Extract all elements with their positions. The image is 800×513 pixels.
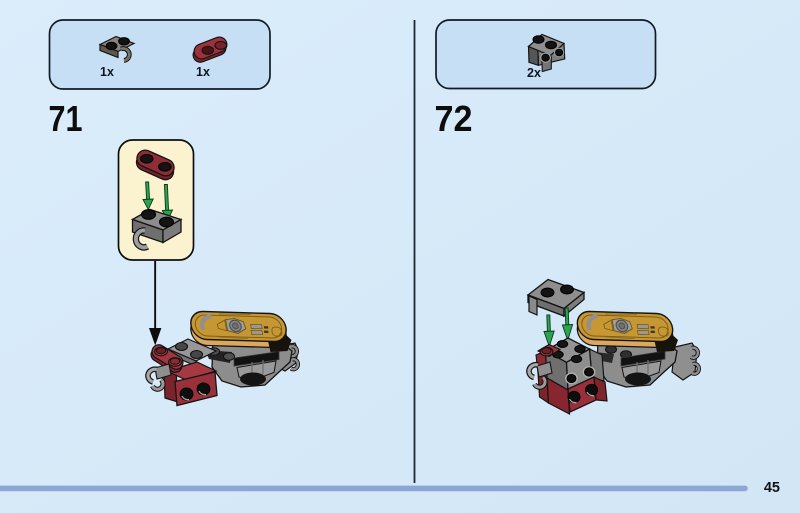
svg-text:1x: 1x — [100, 65, 114, 79]
svg-text:2x: 2x — [527, 66, 541, 80]
svg-text:72: 72 — [435, 98, 473, 139]
svg-text:1x: 1x — [196, 65, 210, 79]
svg-text:71: 71 — [49, 98, 83, 139]
svg-text:45: 45 — [764, 480, 780, 496]
